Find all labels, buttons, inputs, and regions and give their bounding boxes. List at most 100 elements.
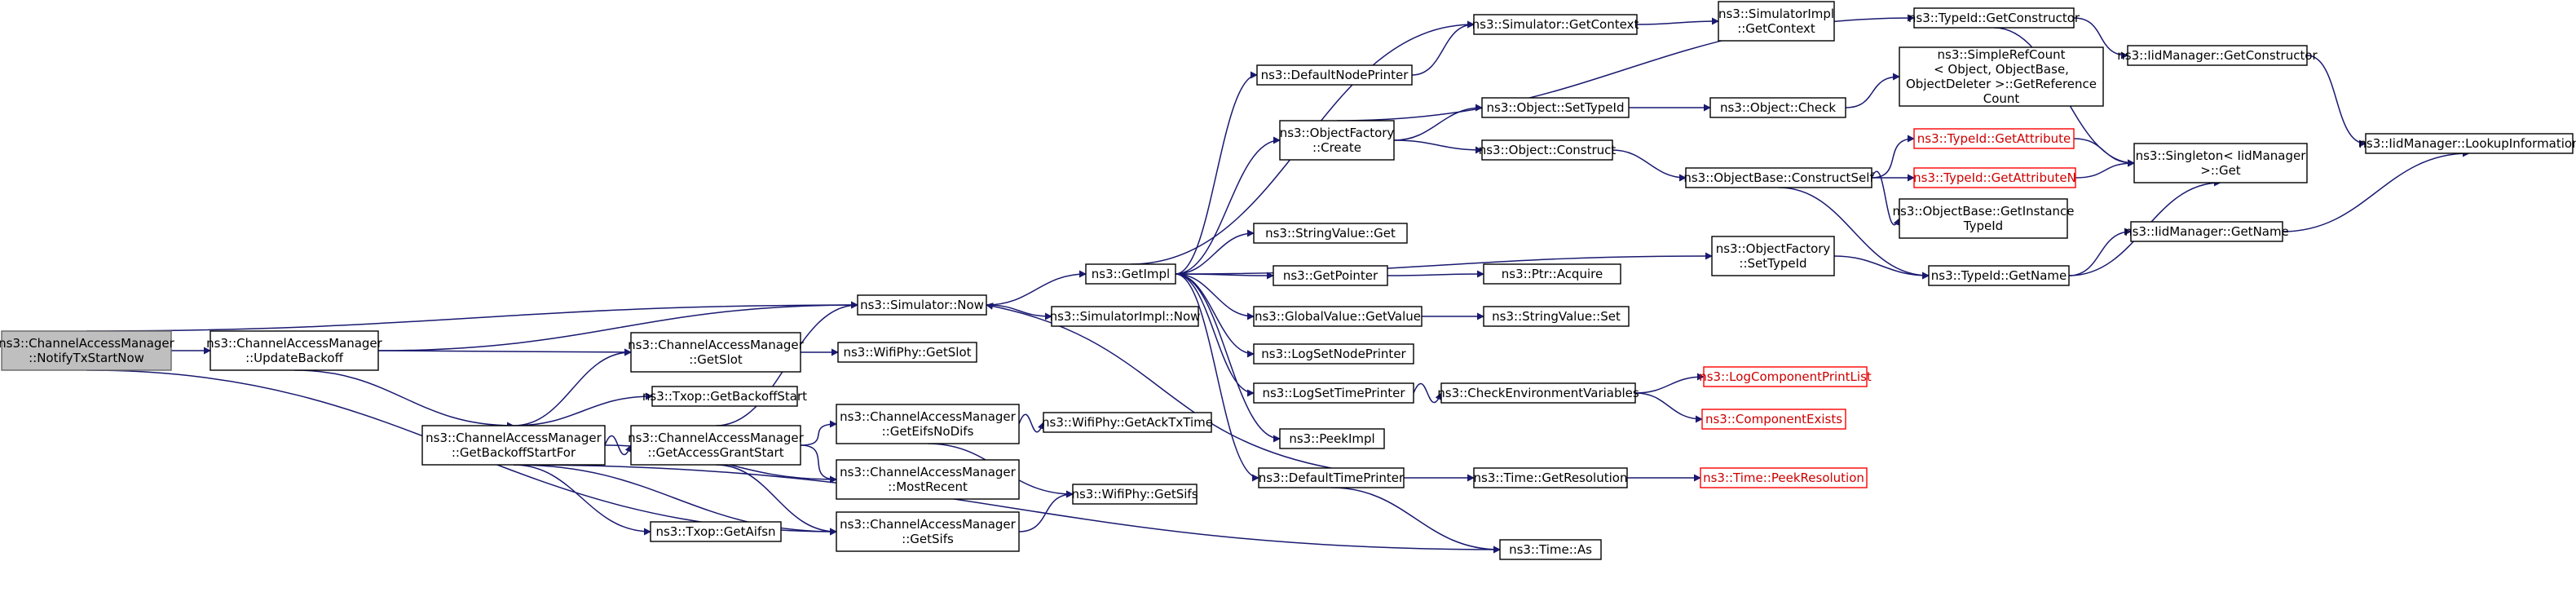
edge-n36-to-n43	[1634, 373, 1705, 394]
node-box	[1481, 139, 1613, 161]
edge-path	[2073, 17, 2128, 60]
node-label: ::GetSlot	[689, 352, 743, 367]
node-label: ns3::DefaultNodePrinter	[1261, 68, 1409, 82]
node-box	[1273, 265, 1388, 286]
node-n10[interactable]: ns3::ChannelAccessManager::MostRecent	[836, 459, 1020, 500]
node-n24[interactable]: ns3::DefaultTimePrinter	[1258, 467, 1405, 488]
edge-n14-to-n18	[1175, 229, 1255, 275]
node-label: ns3::TypeId::GetConstructor	[1908, 11, 2080, 25]
edge-n29-to-n31	[1612, 149, 1687, 182]
node-n7[interactable]: ns3::Txop::GetAifsn	[650, 521, 782, 542]
node-box	[1253, 382, 1414, 404]
node-n46[interactable]: ns3::IidManager::GetConstructor	[2117, 45, 2318, 66]
edge-n31-to-n42	[1778, 187, 1930, 280]
edge-n1-to-n2	[377, 301, 858, 351]
node-n40[interactable]: ns3::TypeId::GetAttribute	[1913, 128, 2075, 149]
node-box	[2127, 45, 2308, 66]
node-n48[interactable]: ns3::IidManager::GetName	[2124, 221, 2289, 242]
node-n4[interactable]: ns3::ChannelAccessManager::GetSlot	[628, 332, 805, 373]
node-n2[interactable]: ns3::Simulator::Now	[857, 294, 987, 316]
edge-path	[1634, 392, 1703, 423]
node-n27[interactable]: ns3::Object::SetTypeId	[1481, 97, 1630, 118]
node-label: ::GetSifs	[902, 532, 954, 546]
node-box	[1051, 306, 1199, 327]
node-label: ns3::ObjectBase::GetInstance	[1893, 204, 2075, 219]
edge-path	[1778, 187, 1930, 280]
node-box	[650, 521, 782, 542]
node-n23[interactable]: ns3::PeekImpl	[1279, 428, 1385, 449]
edge-n35-to-n42	[1833, 255, 1930, 280]
node-box	[1499, 539, 1602, 560]
node-n9[interactable]: ns3::ChannelAccessManager::GetEifsNoDifs	[836, 404, 1020, 444]
node-n8[interactable]: ns3::WifiPhy::GetSlot	[837, 342, 977, 363]
edge-path	[377, 301, 858, 351]
node-n20[interactable]: ns3::GlobalValue::GetValue	[1253, 306, 1423, 327]
node-n29[interactable]: ns3::Object::Construct	[1479, 139, 1617, 161]
node-n41[interactable]: ns3::TypeId::GetAttributeN	[1913, 167, 2076, 188]
node-label: ns3::Simulator::GetContext	[1472, 17, 1639, 32]
edge-path	[1175, 252, 1713, 275]
node-n28[interactable]: ns3::Object::Check	[1709, 97, 1846, 118]
node-n13[interactable]: ns3::WifiPhy::GetSifs	[1071, 484, 1198, 505]
edge-path	[1175, 273, 1281, 443]
node-n11[interactable]: ns3::ChannelAccessManager::GetSifs	[836, 511, 1020, 552]
node-n6[interactable]: ns3::ChannelAccessManager::GetAccessGran…	[628, 425, 805, 466]
node-label: ns3::WifiPhy::GetSlot	[843, 345, 971, 360]
node-box	[837, 342, 977, 363]
node-n33[interactable]: ns3::Ptr::Acquire	[1483, 263, 1621, 285]
edge-n14-to-n35	[1175, 252, 1713, 275]
node-n37[interactable]: ns3::Time::GetResolution	[1473, 467, 1628, 488]
node-n43[interactable]: ns3::LogComponentPrintList	[1699, 366, 1872, 387]
node-label: ns3::PeekImpl	[1289, 431, 1374, 446]
node-label: ns3::SimpleRefCount	[1938, 47, 2066, 62]
edge-path	[513, 464, 651, 536]
node-box	[1253, 343, 1414, 364]
node-n25[interactable]: ns3::Simulator::GetContext	[1472, 14, 1639, 35]
edge-path	[86, 301, 858, 332]
node-n44[interactable]: ns3::ComponentExists	[1701, 409, 1846, 430]
node-n0[interactable]: ns3::ChannelAccessManager::NotifyTxStart…	[0, 330, 175, 371]
node-n3[interactable]: ns3::ChannelAccessManager::GetBackoffSta…	[421, 425, 606, 466]
node-n34[interactable]: ns3::StringValue::Set	[1483, 306, 1630, 327]
node-n14[interactable]: ns3::GetImpl	[1085, 263, 1176, 285]
edge-path	[513, 464, 1501, 554]
node-box	[651, 386, 798, 407]
node-n30[interactable]: ns3::SimpleRefCount< Object, ObjectBase,…	[1899, 46, 2104, 107]
node-n36[interactable]: ns3::CheckEnvironmentVariables	[1437, 382, 1639, 404]
node-n21[interactable]: ns3::LogSetNodePrinter	[1253, 343, 1414, 364]
node-n49[interactable]: ns3::IidManager::LookupInformation	[2358, 133, 2576, 154]
node-n39[interactable]: ns3::TypeId::GetConstructor	[1908, 7, 2080, 29]
node-n47[interactable]: ns3::Singleton< IidManager>::Get	[2133, 143, 2308, 183]
node-n31[interactable]: ns3::ObjectBase::ConstructSelf	[1683, 167, 1874, 188]
node-n16[interactable]: ns3::DefaultNodePrinter	[1256, 64, 1413, 86]
node-label: ns3::ObjectFactory	[1716, 241, 1831, 256]
node-label: ::Create	[1312, 140, 1361, 155]
node-box	[1913, 167, 2076, 188]
node-n18[interactable]: ns3::StringValue::Get	[1253, 223, 1408, 244]
node-n42[interactable]: ns3::TypeId::GetName	[1928, 265, 2070, 286]
node-n12[interactable]: ns3::WifiPhy::GetAckTxTime	[1042, 412, 1213, 433]
node-n45[interactable]: ns3::Time::PeekResolution	[1700, 467, 1868, 488]
edge-path	[1871, 170, 1900, 227]
node-n35[interactable]: ns3::ObjectFactory::SetTypeId	[1711, 236, 1835, 276]
node-n19[interactable]: ns3::GetPointer	[1273, 265, 1388, 286]
node-n26[interactable]: ns3::SimulatorImpl::GetContext	[1718, 1, 1835, 42]
node-label: ns3::Ptr::Acquire	[1502, 267, 1603, 281]
node-box	[1700, 467, 1868, 488]
node-n17[interactable]: ns3::ObjectFactory::Create	[1279, 120, 1395, 161]
node-label: ns3::SimulatorImpl	[1718, 7, 1834, 21]
node-label: TypeId	[1963, 219, 2003, 233]
node-n1[interactable]: ns3::ChannelAccessManager::UpdateBackoff	[206, 330, 383, 371]
edge-n3-to-n7	[513, 464, 651, 536]
node-box	[1709, 97, 1846, 118]
node-label: ns3::CheckEnvironmentVariables	[1437, 386, 1639, 400]
node-n22[interactable]: ns3::LogSetTimePrinter	[1253, 382, 1414, 404]
node-n5[interactable]: ns3::Txop::GetBackoffStart	[642, 386, 807, 407]
edge-n14-to-n16	[1175, 71, 1258, 275]
node-n15[interactable]: ns3::SimulatorImpl::Now	[1050, 306, 1201, 327]
edge-n2-to-n15	[986, 304, 1052, 320]
edge-n22-to-n36	[1413, 382, 1442, 404]
edge-n31-to-n32	[1871, 170, 1900, 227]
node-n38[interactable]: ns3::Time::As	[1499, 539, 1602, 560]
